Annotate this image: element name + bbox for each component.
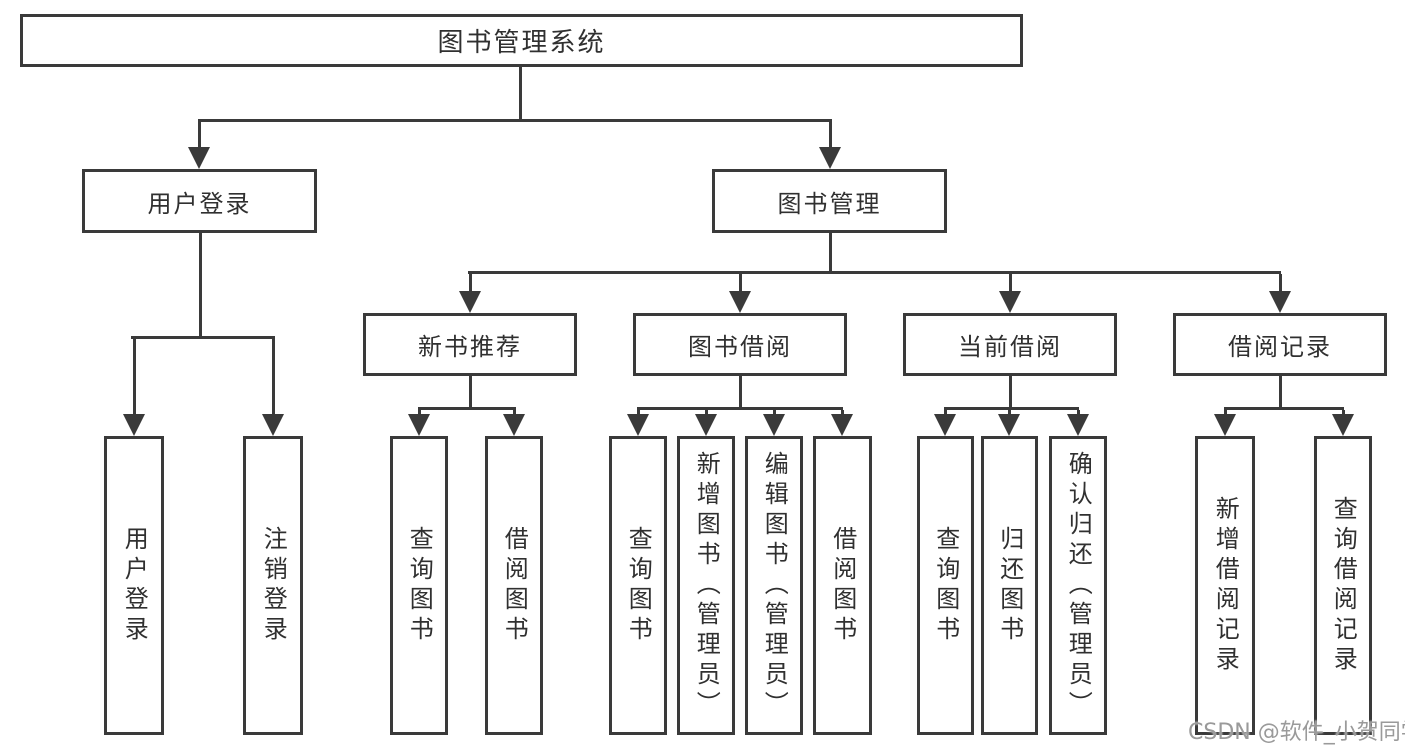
arrow-to-user-login bbox=[188, 122, 210, 169]
leaf-logout: 注销登录 bbox=[243, 436, 303, 735]
leaf-label: 注销登录 bbox=[259, 525, 288, 646]
connector-book-borrow-stem bbox=[738, 376, 742, 409]
arrow-to-leaf bbox=[503, 410, 525, 436]
node-new-book-recommend: 新书推荐 bbox=[363, 313, 577, 376]
node-root-library-system: 图书管理系统 bbox=[20, 14, 1023, 67]
arrow-to-leaf bbox=[408, 410, 430, 436]
leaf-add-borrow-record: 新增借阅记录 bbox=[1195, 436, 1255, 735]
connector-root-stem bbox=[518, 67, 522, 122]
leaf-label: 查询图书 bbox=[931, 525, 960, 646]
connector-user-login-branch bbox=[131, 336, 275, 339]
node-label: 借阅记录 bbox=[1228, 333, 1332, 361]
node-book-management: 图书管理 bbox=[712, 169, 947, 233]
leaf-label: 查询图书 bbox=[405, 525, 434, 646]
connector-new-book-stem bbox=[468, 376, 472, 409]
connector-user-login-stem bbox=[198, 233, 202, 338]
arrow-to-leaf bbox=[1332, 410, 1354, 436]
node-label: 新书推荐 bbox=[418, 333, 522, 361]
arrow-to-new-book bbox=[459, 274, 481, 313]
arrow-to-leaf-logout bbox=[262, 339, 284, 436]
arrow-to-leaf bbox=[763, 410, 785, 436]
connector-new-book-branch bbox=[418, 407, 516, 410]
leaf-confirm-return-admin: 确认归还（管理员） bbox=[1049, 436, 1107, 735]
connector-current-borrow-stem bbox=[1008, 376, 1012, 409]
arrow-to-leaf bbox=[934, 410, 956, 436]
connector-book-borrow-branch bbox=[637, 407, 843, 410]
node-label: 当前借阅 bbox=[958, 333, 1062, 361]
leaf-add-books-admin: 新增图书（管理员） bbox=[677, 436, 735, 735]
connector-borrow-record-stem bbox=[1278, 376, 1282, 409]
arrow-to-leaf bbox=[831, 410, 853, 436]
arrow-to-leaf bbox=[1214, 410, 1236, 436]
arrow-to-leaf bbox=[627, 410, 649, 436]
node-book-borrowing: 图书借阅 bbox=[633, 313, 847, 376]
arrow-to-borrow-record bbox=[1269, 274, 1291, 313]
leaf-label: 确认归还（管理员） bbox=[1064, 450, 1093, 721]
leaf-label: 新增图书（管理员） bbox=[692, 450, 721, 721]
arrow-to-leaf bbox=[1067, 410, 1089, 436]
csdn-watermark: CSDN @软件_小贺同学 bbox=[1188, 720, 1405, 745]
leaf-query-borrow-record: 查询借阅记录 bbox=[1314, 436, 1372, 735]
arrow-to-current-borrow bbox=[999, 274, 1021, 313]
leaf-query-books: 查询图书 bbox=[917, 436, 974, 735]
leaf-return-books: 归还图书 bbox=[981, 436, 1038, 735]
arrow-to-leaf bbox=[695, 410, 717, 436]
arrow-to-leaf-user-login bbox=[123, 339, 145, 436]
connector-borrow-record-branch bbox=[1224, 407, 1344, 410]
leaf-query-books: 查询图书 bbox=[390, 436, 448, 735]
leaf-borrow-books: 借阅图书 bbox=[485, 436, 543, 735]
connector-level3-branch bbox=[468, 271, 1281, 274]
node-user-login: 用户登录 bbox=[82, 169, 317, 233]
node-label: 图书管理 bbox=[777, 189, 882, 218]
leaf-borrow-books: 借阅图书 bbox=[813, 436, 872, 735]
leaf-edit-books-admin: 编辑图书（管理员） bbox=[745, 436, 803, 735]
node-current-borrowing: 当前借阅 bbox=[903, 313, 1117, 376]
leaf-label: 查询借阅记录 bbox=[1329, 495, 1358, 676]
node-label: 图书借阅 bbox=[688, 333, 792, 361]
leaf-label: 借阅图书 bbox=[500, 525, 529, 646]
connector-current-borrow-branch bbox=[944, 407, 1079, 410]
leaf-label: 查询图书 bbox=[624, 525, 653, 646]
arrow-to-book-borrow bbox=[729, 274, 751, 313]
node-label: 用户登录 bbox=[147, 189, 252, 218]
leaf-label: 借阅图书 bbox=[828, 525, 857, 646]
leaf-label: 新增借阅记录 bbox=[1211, 495, 1240, 676]
node-borrowing-records: 借阅记录 bbox=[1173, 313, 1387, 376]
connector-book-management-stem bbox=[828, 233, 832, 274]
leaf-label: 归还图书 bbox=[995, 525, 1024, 646]
leaf-query-books: 查询图书 bbox=[609, 436, 667, 735]
arrow-to-leaf bbox=[998, 410, 1020, 436]
leaf-label: 编辑图书（管理员） bbox=[760, 450, 789, 721]
leaf-label: 用户登录 bbox=[120, 525, 149, 646]
connector-level2-branch bbox=[198, 119, 832, 122]
leaf-user-login: 用户登录 bbox=[104, 436, 164, 735]
arrow-to-book-management bbox=[819, 122, 841, 169]
node-label: 图书管理系统 bbox=[437, 28, 606, 58]
